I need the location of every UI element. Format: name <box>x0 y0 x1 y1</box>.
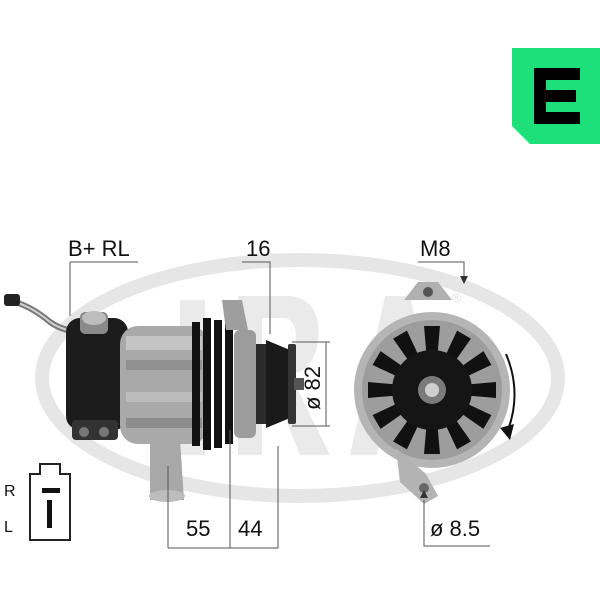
tube-fitting <box>4 294 20 306</box>
alternator-housing <box>120 326 208 444</box>
mount-spacing-left-label: 55 <box>186 516 210 541</box>
connector-outline <box>29 463 71 541</box>
pulley-diameter-label: ø 82 <box>300 366 325 410</box>
connector-pin-l <box>47 500 52 528</box>
rotation-arrow-icon <box>505 353 516 431</box>
brand-badge <box>512 48 600 144</box>
connector-pin-r-label: R <box>4 483 16 500</box>
connector-pin-r <box>42 488 60 493</box>
watermark-registered: ® <box>452 291 461 305</box>
pulley-side <box>256 340 304 428</box>
badge-letter-e-icon <box>534 68 580 124</box>
stator-fins <box>192 318 233 450</box>
mount-spacing-right-label: 44 <box>238 516 262 541</box>
alternator-front-view <box>354 282 516 504</box>
mount-ear-top <box>222 300 248 330</box>
connector-diagram: R L <box>4 463 71 541</box>
thread-label: M8 <box>420 236 451 261</box>
watermark-ellipse <box>35 253 565 503</box>
vacuum-pump <box>66 318 128 430</box>
pulley-width-label: 16 <box>246 236 270 261</box>
mount-foot <box>150 440 184 500</box>
terminal-label: B+ RL <box>68 236 130 261</box>
hole-diameter-label: ø 8.5 <box>430 516 480 541</box>
connector-pin-l-label: L <box>4 519 13 536</box>
dimension-lines <box>69 261 490 549</box>
alternator-side-view <box>4 294 304 502</box>
